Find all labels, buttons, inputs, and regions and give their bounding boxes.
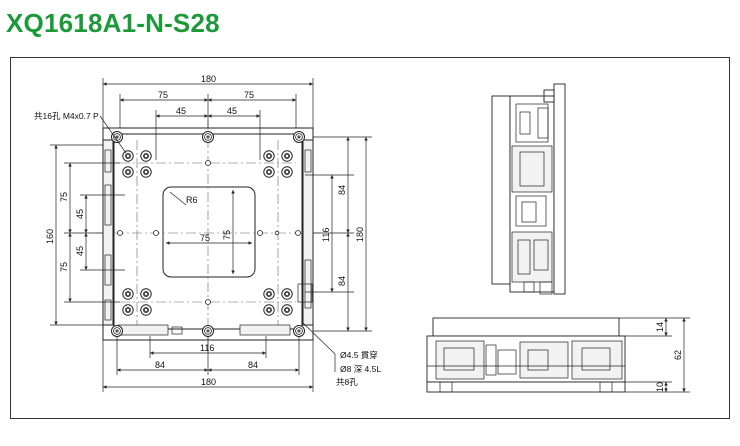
top-dimensions	[102, 78, 314, 160]
dim-right-84-lower: 84	[337, 276, 347, 286]
dim-left-45-upper: 45	[75, 209, 85, 219]
bolt-hole-count-note: 共8孔	[336, 377, 358, 387]
dim-top-75-left: 75	[158, 90, 168, 100]
center-dimensions	[166, 190, 252, 274]
dim-side-62: 62	[673, 350, 683, 360]
dim-center-75-horizontal: 75	[200, 233, 210, 243]
dim-left-75-upper: 75	[59, 192, 69, 202]
dim-right-overall: 180	[355, 227, 365, 242]
left-dimensions	[50, 144, 125, 326]
left-rail	[102, 139, 114, 326]
center-window	[162, 186, 256, 278]
dim-top-75-right: 75	[244, 90, 254, 100]
side-dimensions	[619, 317, 690, 393]
dim-top-45-right: 45	[227, 106, 237, 116]
dim-top-45-left: 45	[176, 106, 186, 116]
dim-center-75-vertical: 75	[222, 230, 232, 240]
front-view	[426, 317, 626, 393]
dim-bottom-84-left: 84	[155, 360, 165, 370]
right-dimensions	[305, 136, 372, 332]
dim-right-84-upper: 84	[337, 185, 347, 195]
dim-bottom-overall: 180	[201, 377, 216, 387]
dim-left-overall: 160	[45, 229, 55, 244]
dim-right-116: 116	[321, 228, 331, 242]
dim-left-75-lower: 75	[59, 262, 69, 272]
dim-top-overall: 180	[201, 74, 216, 84]
dim-bottom-84-right: 84	[248, 360, 258, 370]
bolt-hole-note: Ø4.5 貫穿	[340, 350, 378, 360]
counterbore-note: Ø8 深 4.5L	[340, 364, 381, 374]
pin-holes	[117, 160, 301, 305]
dim-side-10: 10	[655, 382, 665, 392]
right-rail	[302, 139, 314, 326]
product-model-title: XQ1618A1-N-S28	[6, 8, 220, 38]
drawing-frame	[10, 57, 730, 419]
side-view-vertical	[491, 83, 566, 295]
tap-hole-note: 共16孔 M4x0.7 P	[34, 111, 99, 121]
bottom-dimensions	[102, 336, 314, 392]
corner-radius-label: R6	[186, 195, 198, 205]
dim-side-14: 14	[655, 322, 665, 332]
dim-bottom-116: 116	[200, 343, 214, 353]
dim-left-45-lower: 45	[75, 246, 85, 256]
note-leaders	[99, 115, 336, 372]
